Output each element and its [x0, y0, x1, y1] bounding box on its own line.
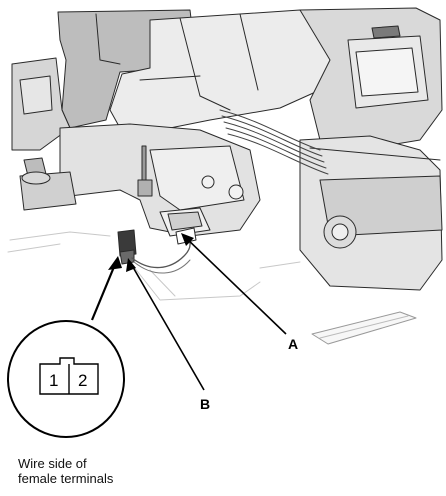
leader-a-line [183, 235, 287, 335]
caption-line-2: female terminals [18, 471, 114, 486]
leader-b-line [129, 261, 205, 391]
connector-view-leader [90, 261, 118, 321]
connector-terminal-view: 1 2 [7, 320, 125, 438]
engine-assembly-illustration [7, 7, 443, 345]
leader-lines [90, 235, 287, 391]
caption-line-1: Wire side of [18, 456, 87, 471]
callout-b-label: B [200, 396, 210, 412]
connector-view-arrowhead [108, 256, 122, 270]
connector-view-caption: Wire side of female terminals [18, 456, 113, 486]
callout-a-label: A [288, 336, 298, 352]
leader-b-arrowhead [126, 258, 136, 272]
leader-a-arrowhead [181, 233, 194, 246]
terminal-pin-1-label: 1 [49, 371, 58, 390]
terminal-pin-2-label: 2 [78, 371, 87, 390]
